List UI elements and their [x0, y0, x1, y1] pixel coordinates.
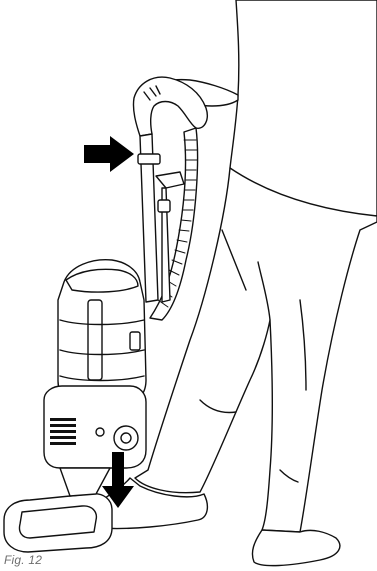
vacuum-wand-band: [138, 154, 160, 164]
vacuum-canister-tube: [88, 300, 102, 380]
vacuum-crevice-tool: [156, 172, 184, 188]
person-trousers: [135, 168, 377, 532]
arrow-right-icon: [84, 136, 134, 172]
person-right-shoe: [252, 530, 339, 566]
figure-caption: Fig. 12: [4, 553, 42, 567]
